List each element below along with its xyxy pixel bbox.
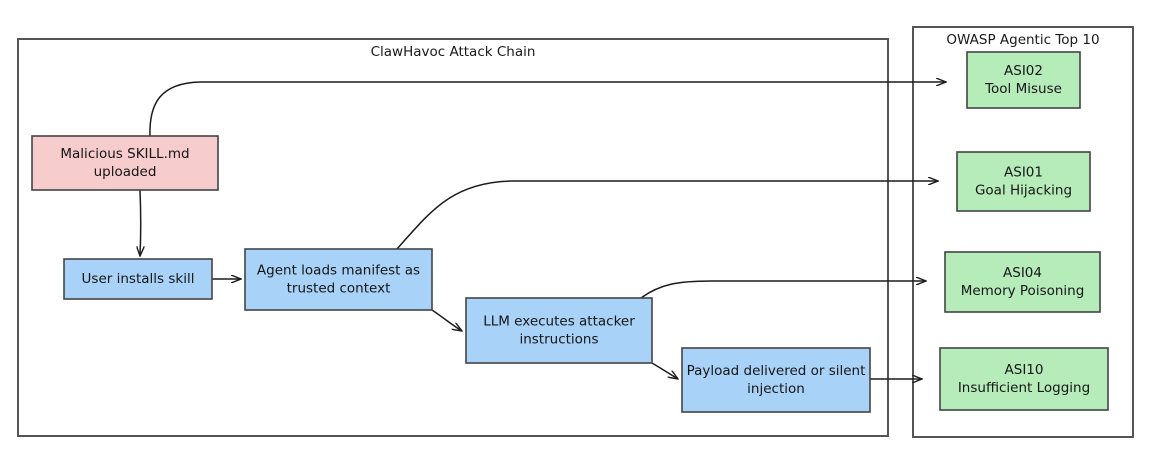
node-asi02-line1: ASI02: [1004, 63, 1043, 79]
node-malicious-skill[interactable]: Malicious SKILL.md uploaded: [31, 135, 219, 191]
edge-llm-to-asi04: [640, 281, 926, 299]
node-asi04-line1: ASI04: [1003, 265, 1042, 281]
panel-owasp-title: OWASP Agentic Top 10: [946, 32, 1099, 48]
node-asi10-line2: Insufficient Logging: [958, 380, 1090, 396]
node-payload-delivered[interactable]: Payload delivered or silent injection: [681, 347, 871, 413]
node-agent-loads-manifest-line2: trusted context: [287, 281, 391, 297]
node-asi02-line2: Tool Misuse: [984, 81, 1062, 97]
edge-skill-to-asi02: [149, 82, 946, 137]
edge-agent-to-asi01: [396, 181, 938, 250]
node-llm-executes-line2: instructions: [519, 332, 598, 348]
panel-owasp: OWASP Agentic Top 10: [912, 26, 1134, 438]
edges-layer: [140, 82, 946, 379]
node-asi10-line1: ASI10: [1005, 362, 1044, 378]
node-malicious-skill-line1: Malicious SKILL.md: [60, 146, 189, 162]
panel-owasp-border: [912, 26, 1134, 438]
node-asi02-box[interactable]: [966, 51, 1081, 109]
node-agent-loads-manifest-line1: Agent loads manifest as: [257, 263, 420, 279]
node-llm-executes-line1: LLM executes attacker: [483, 314, 635, 330]
node-asi04-box[interactable]: [944, 251, 1101, 313]
node-agent-loads-manifest-box[interactable]: [244, 248, 433, 311]
node-malicious-skill-line2: uploaded: [94, 164, 157, 180]
panel-attack_chain: ClawHavoc Attack Chain: [17, 38, 889, 437]
node-agent-loads-manifest[interactable]: Agent loads manifest as trusted context: [244, 248, 433, 311]
edge-skill-to-user-installs: [140, 189, 141, 256]
node-payload-delivered-line1: Payload delivered or silent: [687, 363, 866, 379]
node-asi04-line2: Memory Poisoning: [961, 283, 1085, 299]
edge-agent-to-llm: [431, 309, 462, 331]
panels-layer: ClawHavoc Attack Chain OWASP Agentic Top …: [17, 26, 1134, 438]
node-llm-executes-box[interactable]: [465, 297, 653, 364]
node-user-installs-skill-line1: User installs skill: [82, 271, 195, 287]
node-asi10-box[interactable]: [939, 347, 1109, 411]
edge-llm-to-payload: [651, 362, 678, 379]
node-payload-delivered-box[interactable]: [681, 347, 871, 413]
node-asi01-box[interactable]: [956, 151, 1091, 212]
node-payload-delivered-line2: injection: [747, 381, 805, 397]
node-asi01-line2: Goal Hijacking: [975, 183, 1072, 199]
node-asi01-line1: ASI01: [1004, 165, 1043, 181]
node-user-installs-skill[interactable]: User installs skill: [63, 258, 213, 300]
node-llm-executes[interactable]: LLM executes attacker instructions: [465, 297, 653, 364]
node-user-installs-skill-box[interactable]: [63, 258, 213, 300]
node-malicious-skill-box[interactable]: [31, 135, 219, 191]
panel-attack_chain-border: [17, 38, 889, 437]
panel-attack_chain-title: ClawHavoc Attack Chain: [371, 44, 536, 60]
